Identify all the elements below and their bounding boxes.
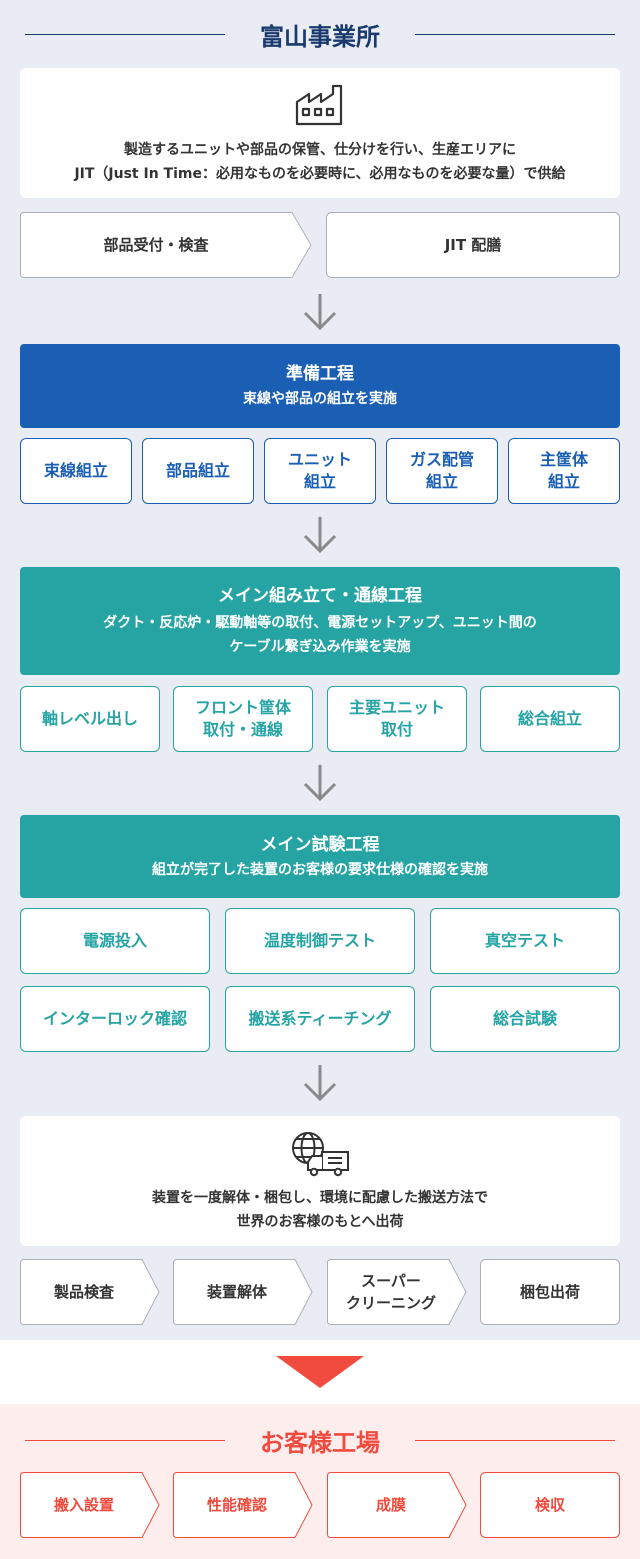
arrow-down-icon — [303, 765, 337, 802]
customer-step-label: 成膜 — [375, 1496, 406, 1514]
assembly-item-total: 総合組立 — [480, 686, 620, 752]
intro-description: 製造するユニットや部品の保管、仕分けを行い、生産エリアに JIT（Just In… — [74, 142, 566, 182]
test-item-interlock: インターロック確認 — [20, 986, 210, 1052]
main-test-title: メイン試験工程 — [260, 834, 380, 855]
customer-heading-line-left — [25, 1440, 225, 1441]
customer-step-deposition: 成膜 — [327, 1472, 467, 1538]
prep-item-harness: 束線組立 — [20, 438, 132, 504]
factory-icon — [295, 84, 343, 126]
customer-step-label: 検収 — [534, 1496, 565, 1514]
prep-process-title: 準備工程 — [286, 364, 354, 384]
prep-item-gas-piping: ガス配管 組立 — [386, 438, 498, 504]
prep-process-subtitle: 束線や部品の組立を実施 — [243, 391, 397, 407]
test-item-total: 総合試験 — [430, 986, 620, 1052]
assembly-item-axis-level: 軸レベル出し — [20, 686, 160, 752]
toyama-heading-line-left — [25, 34, 225, 35]
customer-step-acceptance: 検収 — [480, 1472, 620, 1538]
customer-step-performance: 性能確認 — [173, 1472, 313, 1538]
customer-title: お客様工場 — [260, 1428, 380, 1457]
test-item-temperature: 温度制御テスト — [225, 908, 415, 974]
main-test-subtitle: 組立が完了した装置のお客様の要求仕様の確認を実施 — [152, 861, 488, 878]
test-item-transfer-teaching: 搬送系ティーチング — [225, 986, 415, 1052]
customer-heading-line-right — [415, 1440, 615, 1441]
prep-item-unit: ユニット 組立 — [264, 438, 376, 504]
arrow-down-icon — [303, 517, 337, 554]
prep-process-banner: 準備工程 束線や部品の組立を実施 — [20, 344, 620, 428]
arrow-down-icon — [303, 294, 337, 331]
shipping-step-packing: 梱包出荷 — [480, 1259, 620, 1325]
shipping-step-super-cleaning: スーパー クリーニング — [327, 1259, 467, 1325]
toyama-title: 富山事業所 — [260, 22, 380, 51]
toyama-heading-line-right — [415, 34, 615, 35]
test-item-vacuum: 真空テスト — [430, 908, 620, 974]
customer-step-label: 搬入設置 — [53, 1496, 114, 1514]
main-test-banner: メイン試験工程 組立が完了した装置のお客様の要求仕様の確認を実施 — [20, 815, 620, 898]
arrow-down-icon — [303, 1065, 337, 1102]
assembly-item-main-unit: 主要ユニット 取付 — [327, 686, 467, 752]
shipping-description: 装置を一度解体・梱包し、環境に配慮した搬送方法で 世界のお客様のもとへ出荷 — [152, 1190, 488, 1230]
main-assembly-banner: メイン組み立て・通線工程 ダクト・反応炉・駆動軸等の取付、電源セットアップ、ユニ… — [20, 567, 620, 675]
intro-step-parts-reception: 部品受付・検査 — [20, 212, 312, 278]
main-assembly-title: メイン組み立て・通線工程 — [218, 586, 422, 606]
shipping-step-disassembly: 装置解体 — [173, 1259, 313, 1325]
shipping-step-label: 装置解体 — [206, 1283, 267, 1301]
prep-item-parts: 部品組立 — [142, 438, 254, 504]
shipping-step-inspection: 製品検査 — [20, 1259, 160, 1325]
prep-item-main-chassis: 主筐体 組立 — [508, 438, 620, 504]
shipping-step-label: スーパー クリーニング — [345, 1272, 436, 1312]
intro-step-label: 部品受付・検査 — [103, 236, 209, 254]
main-assembly-subtitle: ダクト・反応炉・駆動軸等の取付、電源セットアップ、ユニット間の ケーブル繋ぎ込み… — [103, 615, 537, 655]
shipping-step-label: 製品検査 — [53, 1283, 114, 1301]
customer-step-installation: 搬入設置 — [20, 1472, 160, 1538]
assembly-item-front-chassis: フロント筐体 取付・通線 — [173, 686, 313, 752]
shipping-step-label: 梱包出荷 — [519, 1283, 580, 1301]
intro-step-jit-delivery: JIT 配膳 — [326, 212, 620, 278]
test-item-power-on: 電源投入 — [20, 908, 210, 974]
transition-arrow-icon — [276, 1356, 364, 1388]
intro-card — [20, 68, 620, 198]
customer-step-label: 性能確認 — [206, 1496, 267, 1514]
global-shipping-icon — [292, 1132, 349, 1177]
intro-step-label: JIT 配膳 — [444, 236, 502, 254]
